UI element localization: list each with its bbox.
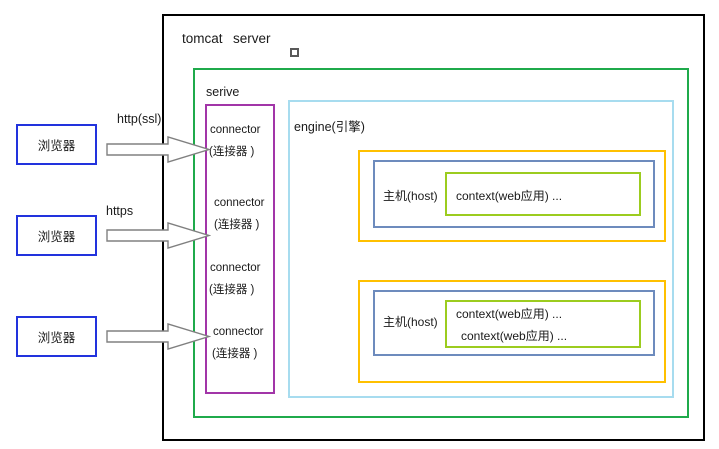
browser-label: 浏览器 [37, 230, 76, 244]
tomcat-server-boundary [162, 14, 705, 441]
host-inner-box [373, 290, 655, 356]
connector-label-en: connector [214, 197, 265, 209]
arrow-browser-to-connector [106, 222, 211, 249]
browser-box: 浏览器 [16, 124, 97, 165]
protocol-label-http-ssl: http(ssl) [117, 112, 162, 126]
connector-label-en: connector [213, 326, 264, 338]
connector-label-en: connector [210, 262, 261, 274]
context-label: context(web应用) ... [456, 189, 563, 203]
protocol-label-https: https [106, 204, 134, 218]
connector-column: connector (连接器 ) connector (连接器 ) connec… [205, 104, 275, 394]
connector-label-cn: (连接器 ) [209, 146, 255, 158]
server-label: server [233, 31, 271, 46]
serive-boundary [193, 68, 689, 418]
arrow-browser-to-connector [106, 323, 211, 350]
host-label: 主机(host) [383, 315, 438, 329]
connector-label-cn: (连接器 ) [209, 284, 255, 296]
context-label: context(web应用) ... [456, 307, 563, 321]
host-outer-box [358, 150, 666, 242]
engine-label: engine(引擎) [294, 120, 365, 134]
host-label: 主机(host) [383, 189, 438, 203]
context-box [445, 300, 641, 348]
connector-label-cn: (连接器 ) [212, 348, 258, 360]
engine-boundary [288, 100, 674, 398]
browser-box: 浏览器 [16, 215, 97, 256]
host-outer-box [358, 280, 666, 383]
browser-label: 浏览器 [37, 331, 76, 345]
serive-label: serive [206, 85, 240, 99]
tomcat-label: tomcat [182, 31, 223, 46]
browser-box: 浏览器 [16, 316, 97, 357]
connector-label-en: connector [210, 124, 261, 136]
context-box [445, 172, 641, 216]
host-inner-box [373, 160, 655, 228]
small-square-icon [290, 48, 299, 57]
context-label: context(web应用) ... [461, 329, 568, 343]
connector-label-cn: (连接器 ) [214, 219, 260, 231]
arrow-browser-to-connector [106, 136, 211, 163]
browser-label: 浏览器 [37, 139, 76, 153]
